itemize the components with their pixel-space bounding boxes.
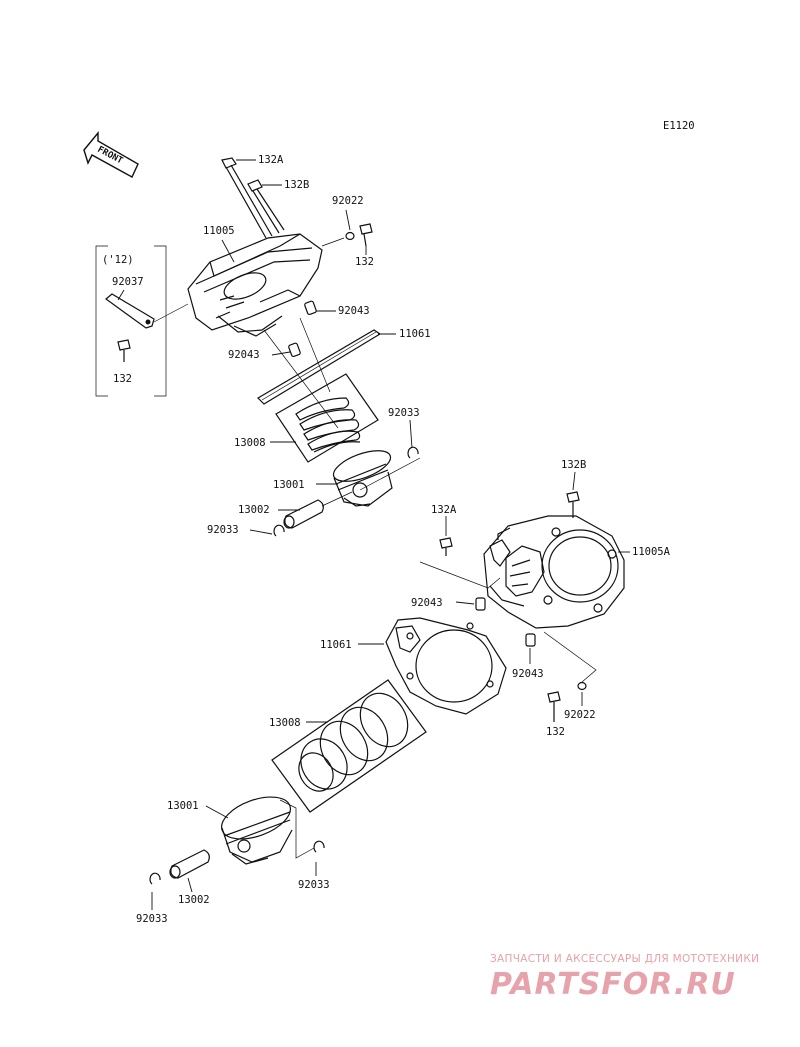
label-132-box: 132 [113,373,132,385]
label-13008-bottom: 13008 [269,717,301,729]
front-arrow-icon: FRONT [83,131,139,178]
bolt-132-bottom[interactable] [547,691,561,722]
bolt-132-box[interactable] [117,339,131,362]
label-92043-a: 92043 [338,305,370,317]
piston-ring-set-13008-top[interactable] [275,373,379,463]
label-13002-top: 13002 [238,504,270,516]
label-11061-top: 11061 [399,328,431,340]
piston-13001-top[interactable] [330,444,395,507]
dowel-92043-a[interactable] [304,300,317,316]
bolt-132b-right[interactable] [566,491,580,518]
label-92033-bottom-left: 92033 [136,913,168,925]
label-92037: 92037 [112,276,144,288]
label-92033-top-right: 92033 [388,407,420,419]
label-132a-mid: 132A [431,504,457,516]
label-11005: 11005 [203,225,235,237]
diagram-code: E1120 [663,120,695,132]
bolt-132a-mid[interactable] [439,537,453,556]
label-132-top-right: 132 [355,256,374,268]
dowel-92043-c[interactable] [475,597,486,611]
gasket-11061-bottom[interactable] [385,617,507,715]
watermark-logo: PARTSFOR.RU [490,967,736,1002]
bracket-92037[interactable] [105,293,155,329]
label-132a-top: 132A [258,154,284,166]
label-92033-bottom-right: 92033 [298,879,330,891]
cylinder-11005a[interactable] [483,515,625,629]
bolt-132-top-right[interactable] [359,223,373,247]
cylinder-11005[interactable] [187,233,323,337]
label-13008-top: 13008 [234,437,266,449]
piston-pin-13002-bottom[interactable] [169,849,210,879]
bolt-132b-top[interactable] [247,179,285,234]
label-13001-top: 13001 [273,479,305,491]
washer-92022-bottom[interactable] [577,681,587,691]
label-92022-top: 92022 [332,195,364,207]
dowel-92043-b[interactable] [288,342,301,358]
label-132b-top: 132B [284,179,309,191]
piston-pin-13002-top[interactable] [283,499,324,529]
dowel-92043-d[interactable] [525,633,536,647]
label-92022-bottom: 92022 [564,709,596,721]
label-132-bottom: 132 [546,726,565,738]
label-92043-b: 92043 [228,349,260,361]
washer-92022-top[interactable] [345,231,355,241]
label-92033-top-left: 92033 [207,524,239,536]
label-13001-bottom: 13001 [167,800,199,812]
year-note: ('12) [102,254,134,266]
piston-13001-bottom[interactable] [216,789,296,865]
circlip-92033-bottom-left[interactable] [149,872,161,885]
label-132b-right: 132B [561,459,586,471]
label-92043-d: 92043 [512,668,544,680]
gasket-11061-top[interactable] [257,329,382,405]
circlip-92033-top-left[interactable] [273,524,285,537]
year-2012-inset-box [95,245,167,397]
label-13002-bottom: 13002 [178,894,210,906]
piston-ring-set-13008-bottom[interactable] [271,679,427,813]
bolt-132a-top[interactable] [221,157,273,239]
label-92043-c: 92043 [411,597,443,609]
circlip-92033-top-right[interactable] [407,446,419,459]
label-11061-bottom: 11061 [320,639,352,651]
label-11005a: 11005A [632,546,671,558]
circlip-92033-bottom-right[interactable] [313,840,325,853]
watermark-tagline: ЗАПЧАСТИ И АКСЕССУАРЫ ДЛЯ МОТОТЕХНИКИ [490,953,759,965]
